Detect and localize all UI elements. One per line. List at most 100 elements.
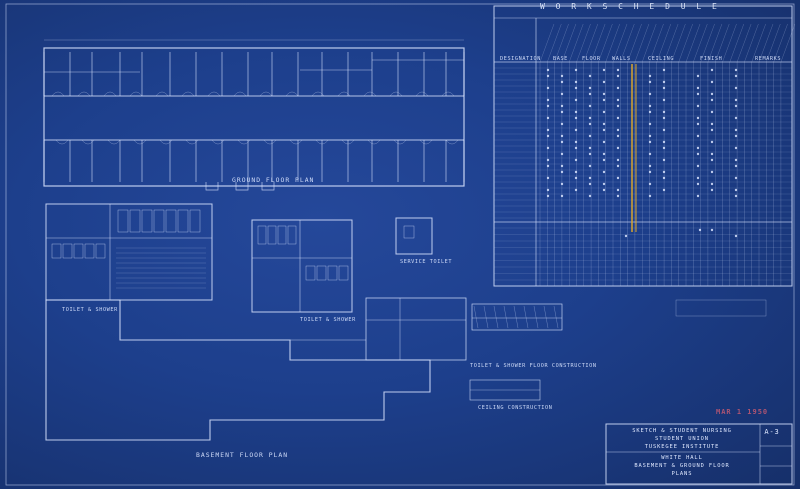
schedule-mark	[560, 170, 564, 174]
schedule-diag-header	[693, 23, 708, 63]
door-swing	[419, 139, 433, 145]
schedule-mark	[710, 80, 714, 84]
basement-floor-outline	[45, 299, 431, 441]
title-block-line4: WHITE HALL	[661, 455, 703, 461]
schedule-diag-header	[598, 23, 613, 63]
schedule-mark	[616, 188, 620, 192]
schedule-diag-header	[569, 23, 584, 63]
door-swing	[207, 91, 221, 97]
shower-stall	[305, 265, 316, 281]
door-swing	[237, 139, 251, 145]
schedule-mark	[602, 158, 606, 162]
schedule-mark	[546, 104, 550, 108]
schedule-mark	[616, 158, 620, 162]
schedule-mark	[662, 116, 666, 120]
service-toilet-fixture	[403, 225, 415, 239]
toilet-stall	[129, 209, 141, 233]
ground-entry-porch	[235, 182, 249, 191]
schedule-mark	[648, 110, 652, 114]
schedule-mark	[710, 128, 714, 132]
schedule-mark	[734, 188, 738, 192]
shower-stall	[95, 243, 106, 259]
schedule-mark	[602, 182, 606, 186]
sheet-number: A-3	[764, 428, 780, 436]
schedule-mark	[662, 98, 666, 102]
schedule-mark	[734, 86, 738, 90]
schedule-diag-header	[620, 23, 635, 63]
schedule-mark	[616, 146, 620, 150]
schedule-mark	[710, 122, 714, 126]
schedule-mark	[602, 110, 606, 114]
schedule-mark	[602, 188, 606, 192]
schedule-mark	[662, 170, 666, 174]
schedule-mark	[560, 74, 564, 78]
door-swing	[233, 91, 247, 97]
schedule-mark	[710, 140, 714, 144]
schedule-mark	[574, 68, 578, 72]
schedule-diag-header	[576, 23, 591, 63]
schedule-mark	[588, 164, 592, 168]
schedule-mark	[602, 128, 606, 132]
schedule-diag-header	[722, 23, 737, 63]
schedule-mark	[574, 110, 578, 114]
door-swing	[441, 91, 455, 97]
door-swing	[341, 139, 355, 145]
hatch-line	[513, 305, 519, 329]
schedule-mark	[574, 170, 578, 174]
title-block-outline	[605, 423, 793, 485]
schedule-mark	[648, 194, 652, 198]
schedule-mark	[560, 104, 564, 108]
schedule-mark	[648, 92, 652, 96]
schedule-mark	[560, 182, 564, 186]
schedule-diag-header	[780, 23, 796, 63]
schedule-diag-header	[612, 23, 628, 63]
door-swing	[363, 91, 377, 97]
hatch-line	[483, 305, 489, 329]
schedule-mark	[648, 80, 652, 84]
hatch-line	[473, 305, 479, 329]
schedule-diag-header	[627, 23, 642, 63]
schedule-mark	[560, 80, 564, 84]
schedule-header-base: BASE	[553, 56, 568, 62]
schedule-header-designation: DESIGNATION	[500, 56, 541, 62]
schedule-mark	[602, 80, 606, 84]
schedule-diag-header	[649, 23, 664, 63]
schedule-diag-header	[561, 23, 577, 63]
schedule-mark	[734, 158, 738, 162]
hatch-line	[523, 305, 529, 329]
schedule-diag-header	[766, 23, 781, 63]
hatch-line	[543, 305, 549, 329]
toilet-stall	[165, 209, 177, 233]
door-swing	[129, 91, 143, 97]
schedule-mark	[734, 176, 738, 180]
schedule-mark	[662, 158, 666, 162]
schedule-mark	[734, 146, 738, 150]
shower-stall	[84, 243, 95, 259]
schedule-mark	[546, 146, 550, 150]
schedule-mark	[560, 194, 564, 198]
title-block-line6: PLANS	[671, 471, 693, 477]
schedule-mark	[546, 98, 550, 102]
schedule-mark	[588, 152, 592, 156]
toilet-shower-mid-title: TOILET & SHOWER	[300, 317, 356, 323]
shower-stall	[338, 265, 349, 281]
schedule-diag-header	[707, 23, 723, 63]
schedule-diag-header	[736, 23, 752, 63]
schedule-mark	[734, 134, 738, 138]
schedule-mark	[616, 104, 620, 108]
schedule-mark	[588, 122, 592, 126]
shower-stall	[73, 243, 84, 259]
schedule-mark	[710, 110, 714, 114]
schedule-diag-header	[539, 23, 555, 63]
schedule-mark	[616, 74, 620, 78]
door-swing	[311, 91, 325, 97]
hatch-line	[503, 305, 509, 329]
door-swing	[103, 91, 117, 97]
schedule-diag-header	[554, 23, 569, 63]
schedule-mark	[560, 122, 564, 126]
general-notes-block	[675, 299, 767, 317]
schedule-mark	[710, 68, 714, 72]
schedule-mark	[734, 128, 738, 132]
door-swing	[285, 91, 299, 97]
schedule-mark	[574, 140, 578, 144]
